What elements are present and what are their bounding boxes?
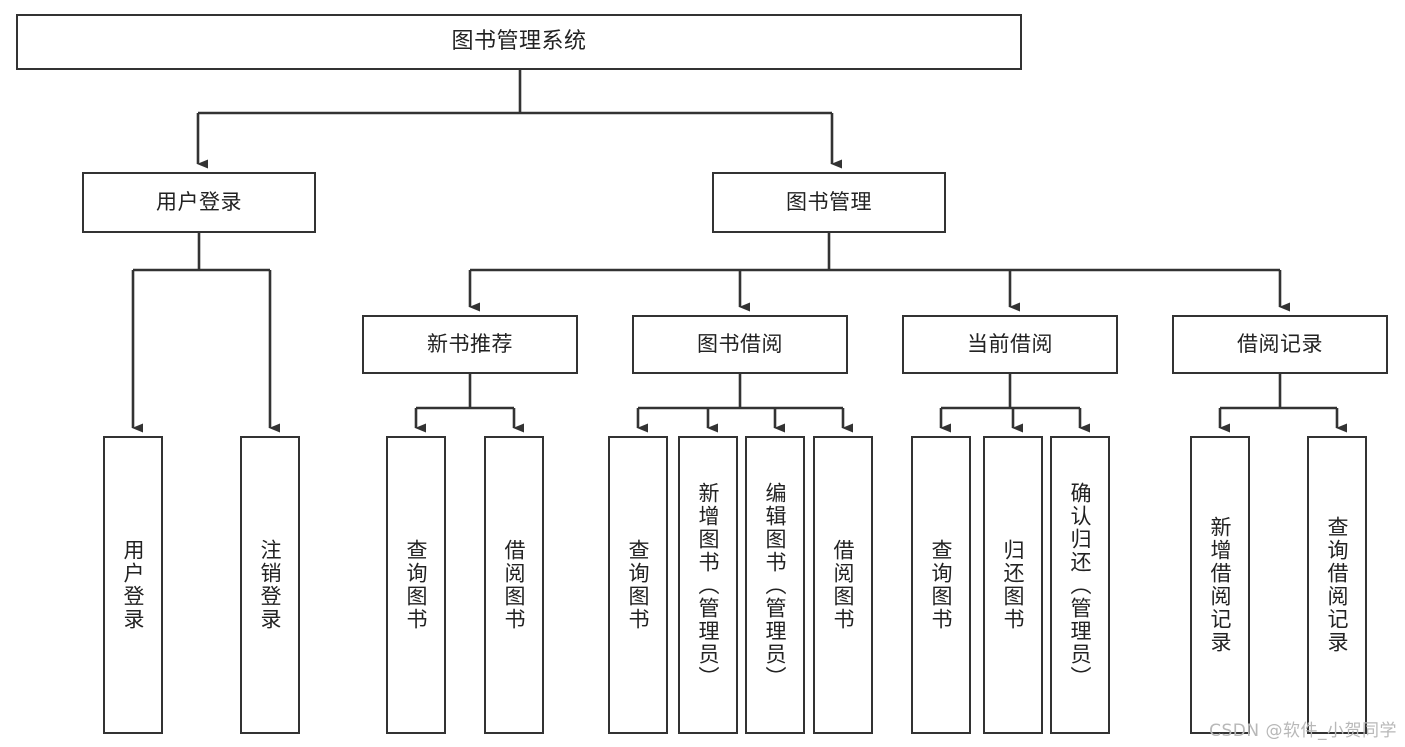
node-book-management[interactable]: 图书管理 — [712, 172, 946, 233]
leaf-query-book-borrow[interactable]: 查询图书 — [608, 436, 668, 734]
node-label: 查询图书 — [626, 539, 651, 631]
leaf-user-login[interactable]: 用户登录 — [103, 436, 163, 734]
node-book-borrow[interactable]: 图书借阅 — [632, 315, 848, 374]
leaf-edit-book-admin[interactable]: 编辑图书（管理员） — [745, 436, 805, 734]
leaf-add-book-admin[interactable]: 新增图书（管理员） — [678, 436, 738, 734]
node-label: 图书管理系统 — [451, 28, 587, 54]
node-label: 查询图书 — [929, 539, 954, 631]
node-label: 新增图书（管理员） — [696, 481, 721, 689]
leaf-return-book[interactable]: 归还图书 — [983, 436, 1043, 734]
leaf-query-borrow-record[interactable]: 查询借阅记录 — [1307, 436, 1367, 734]
node-current-borrow[interactable]: 当前借阅 — [902, 315, 1118, 374]
leaf-query-book-current[interactable]: 查询图书 — [911, 436, 971, 734]
node-label: 当前借阅 — [967, 331, 1053, 356]
leaf-add-borrow-record[interactable]: 新增借阅记录 — [1190, 436, 1250, 734]
node-label: 查询借阅记录 — [1325, 516, 1350, 654]
node-label: 图书借阅 — [697, 331, 783, 356]
node-label: 图书管理 — [786, 189, 872, 214]
leaf-borrow-book[interactable]: 借阅图书 — [813, 436, 873, 734]
node-label: 用户登录 — [156, 189, 242, 214]
node-label: 借阅图书 — [831, 539, 856, 631]
node-label: 借阅图书 — [502, 539, 527, 631]
node-label: 查询图书 — [404, 539, 429, 631]
node-user-login[interactable]: 用户登录 — [82, 172, 316, 233]
leaf-logout[interactable]: 注销登录 — [240, 436, 300, 734]
node-root-system[interactable]: 图书管理系统 — [16, 14, 1022, 70]
node-label: 编辑图书（管理员） — [763, 481, 788, 689]
leaf-borrow-book-recommend[interactable]: 借阅图书 — [484, 436, 544, 734]
node-label: 注销登录 — [258, 539, 283, 631]
node-new-book-recommend[interactable]: 新书推荐 — [362, 315, 578, 374]
node-label: 归还图书 — [1001, 539, 1026, 631]
leaf-confirm-return-admin[interactable]: 确认归还（管理员） — [1050, 436, 1110, 734]
node-borrow-record[interactable]: 借阅记录 — [1172, 315, 1388, 374]
watermark-text: CSDN @软件_小贺同学 — [1209, 721, 1397, 741]
leaf-query-book-recommend[interactable]: 查询图书 — [386, 436, 446, 734]
node-label: 借阅记录 — [1237, 331, 1323, 356]
node-label: 新增借阅记录 — [1208, 516, 1233, 654]
node-label: 新书推荐 — [427, 331, 513, 356]
node-label: 用户登录 — [121, 539, 146, 631]
node-label: 确认归还（管理员） — [1068, 481, 1093, 689]
